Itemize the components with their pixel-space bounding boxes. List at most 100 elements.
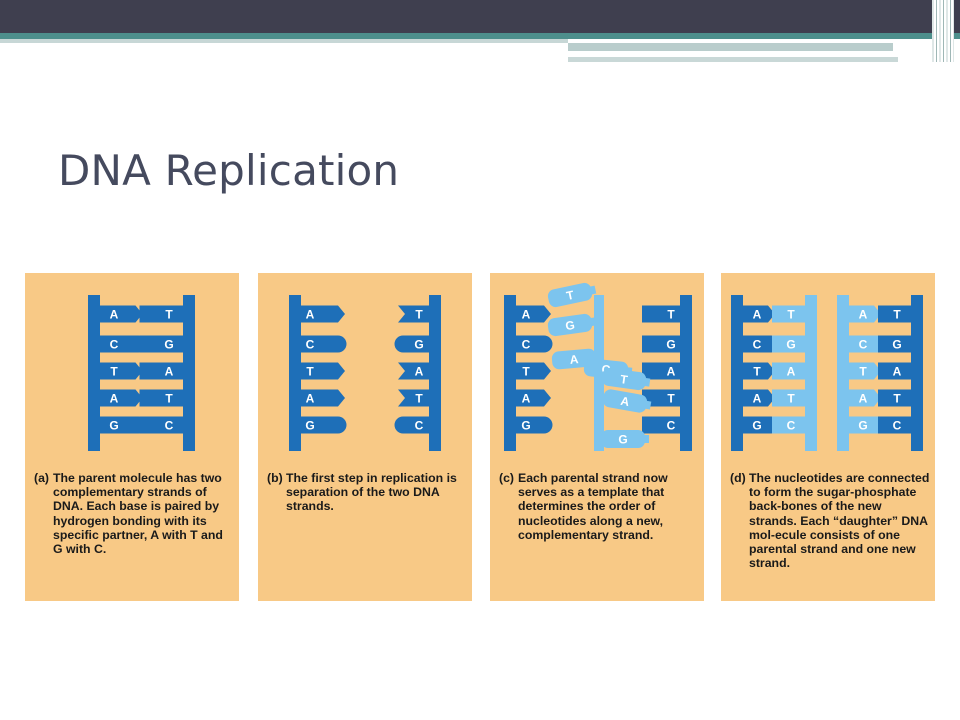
base-shape xyxy=(849,305,881,323)
strand-c-left-base-label: T xyxy=(522,365,530,379)
base-shape xyxy=(301,362,345,380)
base-shape xyxy=(100,389,143,407)
helix-a-left-base-label: A xyxy=(110,392,119,406)
base-shape xyxy=(743,416,780,434)
daughter-left-left-base: G xyxy=(743,416,780,434)
daughter-left-left-base: A xyxy=(743,305,775,323)
strand-c-right-base: T xyxy=(642,305,680,323)
nucleotide-tail xyxy=(639,377,651,387)
strand-b-right-backbone xyxy=(429,295,441,451)
strand-c-right-base-label: C xyxy=(667,419,676,433)
panel-b-tag: (b) xyxy=(267,471,283,485)
daughter-right-right-base: G xyxy=(878,335,911,353)
strand-c-right-base: G xyxy=(642,335,680,353)
base-shape xyxy=(772,416,805,434)
helix-a-left-base: A xyxy=(100,305,143,323)
base-shape xyxy=(642,389,680,407)
base-shape xyxy=(878,416,911,434)
base-shape xyxy=(878,335,911,353)
base-shape xyxy=(743,362,775,380)
strand-c-left-base: G xyxy=(516,416,553,434)
base-shape xyxy=(139,305,183,323)
nucleotide-body xyxy=(602,389,648,413)
strand-b-left-base: C xyxy=(301,335,347,353)
strand-c-right-base-label: G xyxy=(666,338,675,352)
strand-c-left-base: C xyxy=(516,335,553,353)
nucleotide-body xyxy=(601,430,645,448)
strand-b-left-base: T xyxy=(301,362,345,380)
strand-b-left-base: A xyxy=(301,389,345,407)
base-shape xyxy=(100,305,143,323)
nucleotide-tail xyxy=(639,435,649,443)
nucleotide-body xyxy=(547,313,593,337)
base-shape xyxy=(516,416,553,434)
daughter-right-right-base: T xyxy=(878,389,911,407)
daughter-right-left-base-label: C xyxy=(859,338,868,352)
free-nucleotide: G xyxy=(601,430,649,448)
panel-c-caption: (c) Each parental strand now serves as a… xyxy=(499,471,699,542)
helix-a-left-base-label: G xyxy=(109,419,118,433)
base-shape xyxy=(394,416,429,434)
strand-c-right-base: A xyxy=(642,362,680,380)
panel-c-tag: (c) xyxy=(499,471,515,485)
free-nucleotide: A xyxy=(602,389,652,413)
daughter-left-left-base: C xyxy=(743,335,780,353)
daughter-left-right-base-label: T xyxy=(787,392,795,406)
daughter-left-left-base-label: T xyxy=(753,365,761,379)
base-shape xyxy=(398,389,429,407)
strand-b-left-base-label: G xyxy=(305,419,314,433)
strand-c-right-base: T xyxy=(642,389,680,407)
slide-accent-stripe xyxy=(0,33,960,39)
helix-a-right-backbone xyxy=(183,295,195,451)
daughter-right-left-backbone xyxy=(837,295,849,451)
base-shape xyxy=(301,335,347,353)
helix-a-left-base: C xyxy=(100,335,147,353)
strand-b-right-base: G xyxy=(394,335,429,353)
base-shape xyxy=(849,335,886,353)
strand-b-left-base-label: T xyxy=(306,365,314,379)
panel-c: ACTAGTGATCTGACTAG (c) Each parental stra… xyxy=(490,273,704,601)
strand-c-right-base-label: T xyxy=(667,308,675,322)
panel-a-caption-text: The parent molecule has two complementar… xyxy=(53,471,223,557)
strand-b-right-base-label: G xyxy=(414,338,423,352)
base-shape xyxy=(772,305,805,323)
helix-a-right-base-label: T xyxy=(165,308,173,322)
strand-b-left-base-label: A xyxy=(306,308,315,322)
daughter-left-left-base-label: A xyxy=(753,308,762,322)
base-shape xyxy=(849,362,881,380)
helix-a-left-base: T xyxy=(100,362,143,380)
strand-c-left-base-label: A xyxy=(522,392,531,406)
base-shape xyxy=(100,335,147,353)
strand-b-right-base: A xyxy=(398,362,429,380)
base-shape xyxy=(772,389,805,407)
strand-b-left-base-label: C xyxy=(306,338,315,352)
strand-b-left-base: A xyxy=(301,305,345,323)
free-nucleotide-label: A xyxy=(569,352,579,367)
strand-b-right-base: T xyxy=(398,389,429,407)
base-shape xyxy=(772,335,805,353)
daughter-right-right-base: T xyxy=(878,305,911,323)
strand-c-left-base-label: G xyxy=(521,419,530,433)
helix-a-left-base: G xyxy=(100,416,147,434)
daughter-left-right-base: T xyxy=(772,389,805,407)
helix-a-left-base-label: T xyxy=(110,365,118,379)
slide-accent-stripe-light xyxy=(0,39,568,43)
panel-a-caption: (a) The parent molecule has two compleme… xyxy=(34,471,234,556)
free-nucleotide-label: T xyxy=(565,288,576,303)
daughter-left-left-base-label: G xyxy=(752,419,761,433)
strand-c-left-base: A xyxy=(516,389,551,407)
helix-a-left-base: A xyxy=(100,389,143,407)
daughter-right-right-base: A xyxy=(878,362,911,380)
free-nucleotide-label: A xyxy=(619,394,630,409)
panel-c-caption-text: Each parental strand now serves as a tem… xyxy=(518,471,668,542)
daughter-left-right-base: T xyxy=(772,305,805,323)
helix-a-right-base: T xyxy=(139,305,183,323)
daughter-right-left-base: C xyxy=(849,335,886,353)
daughter-right-left-base: A xyxy=(849,389,881,407)
daughter-right-left-base: T xyxy=(849,362,881,380)
